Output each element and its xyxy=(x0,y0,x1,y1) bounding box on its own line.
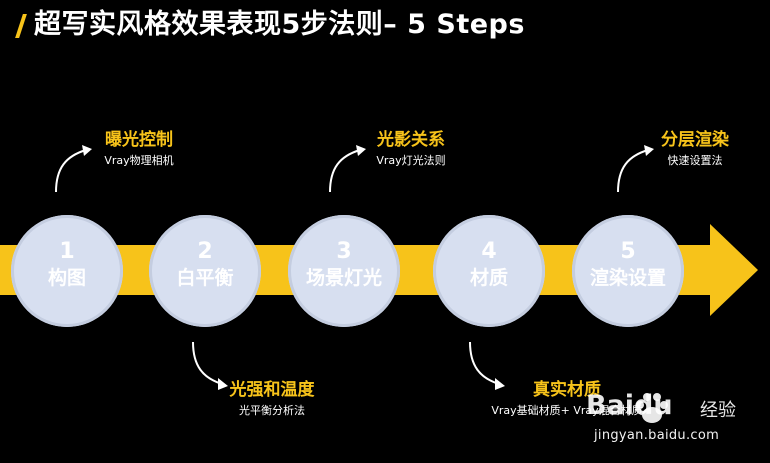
step-3-label: 场景灯光 xyxy=(305,267,382,289)
annotation-intensity-temperature-sub: 光平衡分析法 xyxy=(239,404,305,417)
annotation-exposure-heading: 曝光控制 xyxy=(105,130,173,150)
step-1-circle: 1 构图 xyxy=(11,215,123,327)
baidu-watermark: Baidu 经验 jingyan.baidu.com xyxy=(580,388,762,452)
annotation-exposure-sub: Vray物理相机 xyxy=(104,154,174,167)
arrow-tip-step3 xyxy=(356,145,366,156)
arrow-tip-step5 xyxy=(644,145,654,156)
annotation-layered-render-heading: 分层渲染 xyxy=(661,130,729,150)
watermark-url: jingyan.baidu.com xyxy=(594,428,720,443)
annotation-realistic-material: 真实材质 Vray基础材质+ Vray混合材质 xyxy=(482,378,652,420)
annotation-intensity-temperature-heading: 光强和温度 xyxy=(229,380,315,400)
step-3-circle: 3 场景灯光 xyxy=(288,215,400,327)
annotation-exposure: 曝光控制 Vray物理相机 xyxy=(84,128,194,170)
arrow-tip-step1 xyxy=(82,145,92,156)
step-2-label: 白平衡 xyxy=(176,267,234,289)
watermark-product: 经验 xyxy=(700,400,736,421)
annotation-realistic-material-sub: Vray基础材质+ Vray混合材质 xyxy=(491,404,643,417)
step-5-circle: 5 渲染设置 xyxy=(572,215,684,327)
step-4-circle: 4 材质 xyxy=(433,215,545,327)
page-title: 超写实风格效果表现5步法则– 5 Steps xyxy=(34,9,525,40)
step-4-label: 材质 xyxy=(469,267,508,289)
paw-icon xyxy=(636,393,668,423)
arrow-curve-step3 xyxy=(329,149,361,193)
annotation-light-shadow-sub: Vray灯光法则 xyxy=(376,154,446,167)
step-1-label: 构图 xyxy=(47,267,86,289)
step-4-number: 4 xyxy=(481,239,497,264)
timeline-arrow-head xyxy=(710,224,758,316)
step-1-number: 1 xyxy=(59,239,75,264)
annotation-intensity-temperature: 光强和温度 光平衡分析法 xyxy=(212,378,332,420)
arrow-curve-step1 xyxy=(55,149,87,193)
annotation-layered-render-sub: 快速设置法 xyxy=(667,154,723,167)
arrow-tip-step2 xyxy=(218,378,228,390)
step-2-circle: 2 白平衡 xyxy=(149,215,261,327)
annotation-realistic-material-heading: 真实材质 xyxy=(533,380,601,400)
arrow-curve-step4 xyxy=(469,341,500,385)
arrow-curve-step2 xyxy=(192,341,223,385)
arrow-tip-step4 xyxy=(495,378,505,390)
annotation-light-shadow: 光影关系 Vray灯光法则 xyxy=(356,128,466,170)
step-5-label: 渲染设置 xyxy=(589,267,666,289)
annotation-light-shadow-heading: 光影关系 xyxy=(377,130,445,150)
arrow-curve-step5 xyxy=(617,149,649,193)
step-3-number: 3 xyxy=(336,239,352,264)
annotation-layered-render: 分层渲染 快速设置法 xyxy=(645,128,745,170)
step-5-number: 5 xyxy=(620,239,636,264)
step-2-number: 2 xyxy=(197,239,213,264)
